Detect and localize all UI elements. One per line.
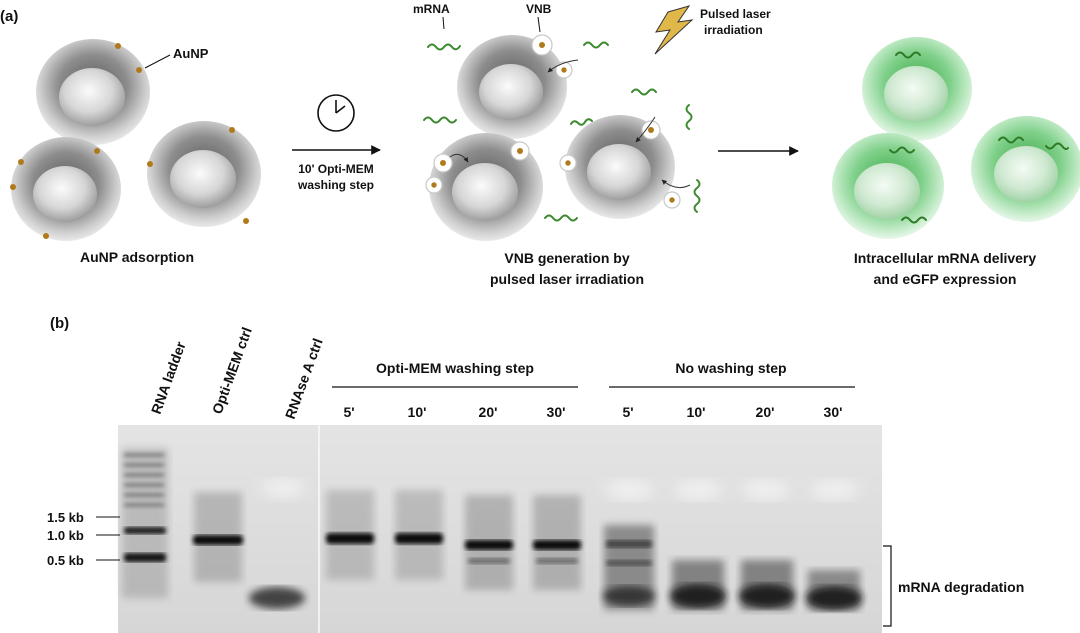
cell [862, 37, 972, 141]
laser-label-line1: Pulsed laser [700, 7, 771, 21]
lane-label-opti-10: 10' [408, 404, 427, 420]
step2-caption-line1: VNB generation by [504, 250, 629, 266]
size-marker-1-5kb: 1.5 kb [47, 510, 84, 525]
degradation-bracket [883, 545, 892, 627]
clock-icon [317, 94, 355, 132]
cell [429, 133, 543, 241]
lane-rnase-ctrl [249, 587, 305, 609]
cell [11, 137, 121, 241]
lane-label-nowash-30: 30' [824, 404, 843, 420]
wash-label-line1: 10' Opti-MEM [298, 162, 374, 176]
size-markers: 1.5 kb 1.0 kb 0.5 kb [47, 510, 120, 568]
laser-label-line2: irradiation [704, 23, 763, 37]
lane-label-nowash-10: 10' [687, 404, 706, 420]
gel-image [118, 425, 882, 633]
cell [565, 115, 675, 219]
panel-a-label: (a) [0, 8, 18, 25]
mrna-label: mRNA [413, 2, 450, 16]
step2-cells: mRNA VNB Pulsed laser irradiation [413, 2, 771, 241]
step3-caption-line1: Intracellular mRNA delivery [854, 250, 1037, 266]
step1-caption: AuNP adsorption [80, 249, 194, 265]
panel-b-label: (b) [50, 315, 69, 332]
lane-label-nowash-5: 5' [622, 404, 633, 420]
cell [147, 121, 261, 227]
mrna-pointer [442, 16, 445, 30]
vnb-label: VNB [526, 2, 552, 16]
wash-label-line2: washing step [297, 178, 374, 192]
lane-optimem-ctrl [193, 492, 243, 582]
lane-label-nowash-20: 20' [756, 404, 775, 420]
mrna-strands-internal [889, 51, 1069, 224]
cell [971, 116, 1080, 222]
lane-label-optimem-ctrl: Opti-MEM ctrl [209, 325, 255, 416]
aunp-particles [10, 43, 249, 239]
lanes-optimem-wash [326, 490, 581, 590]
step1-cells: AuNP [10, 39, 261, 241]
mrna-strands [423, 41, 701, 222]
cell [457, 35, 567, 139]
vnb-pointer [537, 16, 541, 33]
aunp-label: AuNP [173, 46, 209, 61]
lanes-no-wash [603, 525, 862, 610]
lane-label-rna-ladder: RNA ladder [148, 339, 189, 416]
entry-arrows [449, 59, 691, 189]
group-label-optimem: Opti-MEM washing step [376, 360, 534, 376]
group-label-nowash: No washing step [675, 360, 786, 376]
lane-label-opti-30: 30' [547, 404, 566, 420]
step3-cells [832, 37, 1080, 239]
cell [36, 39, 150, 145]
lane-label-opti-5: 5' [343, 404, 354, 420]
step3-caption-line2: and eGFP expression [874, 271, 1017, 287]
degradation-label: mRNA degradation [898, 579, 1024, 595]
lane-label-rnase-ctrl: RNAse A ctrl [282, 336, 326, 421]
step2-caption-line2: pulsed laser irradiation [490, 271, 644, 287]
cell [832, 133, 944, 239]
ladder-lane [122, 448, 168, 598]
size-marker-0-5kb: 0.5 kb [47, 553, 84, 568]
vnb-bubbles [425, 34, 681, 209]
lightning-bolt-icon [654, 5, 694, 55]
lane-label-opti-20: 20' [479, 404, 498, 420]
aunp-pointer [144, 54, 171, 69]
size-marker-1-0kb: 1.0 kb [47, 528, 84, 543]
